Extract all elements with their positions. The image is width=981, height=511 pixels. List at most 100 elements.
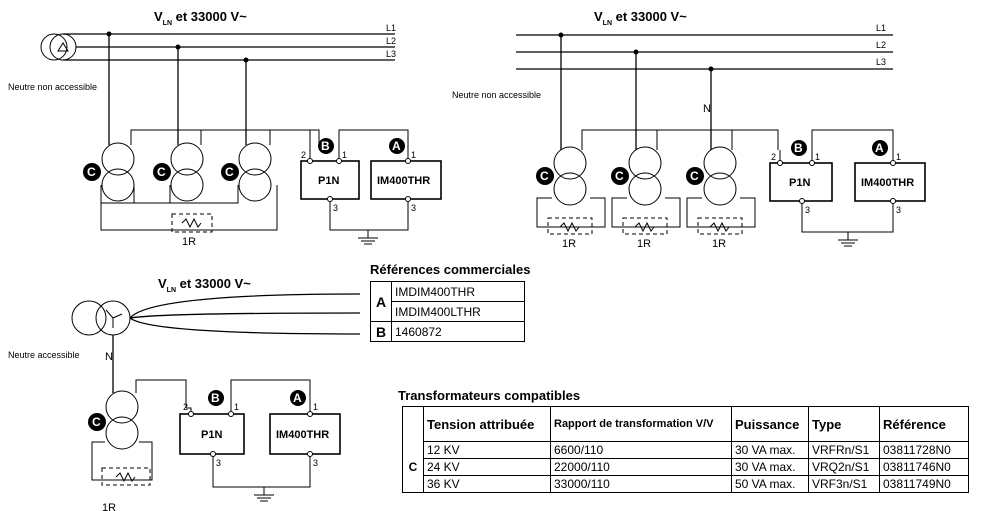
badge-c: C	[153, 163, 171, 181]
source-winding-left	[71, 300, 107, 336]
svg-text:C: C	[225, 165, 234, 179]
badge-a: A	[290, 390, 306, 406]
svg-text:B: B	[794, 141, 803, 155]
transformer-key-c: C	[402, 441, 424, 493]
svg-text:A: A	[293, 391, 302, 405]
resistor-icon	[559, 221, 580, 233]
svg-text:P1N: P1N	[201, 429, 222, 441]
svg-text:N: N	[105, 351, 113, 363]
source-winding-left	[40, 33, 68, 61]
svg-text:3: 3	[896, 205, 901, 215]
col-header: Référence	[879, 406, 969, 442]
neutral-note: Neutre non accessible	[452, 90, 541, 100]
p1n-box	[300, 160, 360, 200]
svg-text:C: C	[157, 165, 166, 179]
svg-text:1: 1	[342, 150, 347, 160]
voltage-transformer-1	[553, 146, 587, 206]
svg-text:2: 2	[183, 402, 188, 412]
table-row: IMDIM400LTHR	[371, 301, 525, 322]
svg-text:1R: 1R	[712, 238, 726, 250]
badge-a: A	[389, 138, 405, 154]
table-row: B 1460872	[370, 321, 525, 342]
svg-text:Neutre accessible: Neutre accessible	[8, 350, 80, 360]
resistor-label: 1R	[182, 236, 196, 248]
svg-text:B: B	[321, 139, 330, 153]
diagram-3: VLN et 33000 V~ Neutre accessible N C 1R…	[8, 276, 361, 511]
col-header: Type	[808, 406, 880, 442]
svg-text:C: C	[87, 165, 96, 179]
wye-symbol-icon	[105, 309, 123, 328]
svg-text:L2: L2	[876, 40, 886, 50]
im400thr-box	[269, 413, 341, 455]
svg-text:1: 1	[234, 402, 239, 412]
voltage-transformer-3	[238, 142, 272, 202]
svg-text:B: B	[211, 391, 220, 405]
resistor-box	[171, 213, 213, 233]
svg-text:C: C	[690, 169, 699, 183]
transformers-title: Transformateurs compatibles	[398, 388, 581, 403]
svg-text:3: 3	[805, 205, 810, 215]
svg-text:L3: L3	[876, 57, 886, 67]
p1n-label: P1N	[318, 175, 339, 187]
svg-text:1: 1	[411, 150, 416, 160]
phase-line-1	[129, 293, 361, 319]
badge-c: C	[88, 413, 106, 431]
voltage-transformer-2	[628, 146, 662, 206]
svg-text:2: 2	[771, 152, 776, 162]
phase-label-l3: L3	[386, 49, 396, 59]
badge-c: C	[83, 163, 101, 181]
diagram-2: VLN et 33000 V~ L1 L2 L3 Neutre non acce…	[452, 9, 926, 250]
phase-label-l2: L2	[386, 36, 396, 46]
p1n-box	[179, 413, 245, 455]
diagram-1-title: VLN et 33000 V~	[154, 9, 247, 27]
table-row: C 12 KV 6600/110 30 VA max. VRFRn/S1 038…	[402, 441, 969, 493]
svg-text:3: 3	[411, 203, 416, 213]
references-title: Références commerciales	[370, 262, 531, 277]
table-row: A IMDIM400THR	[370, 281, 525, 322]
col-header: Rapport de transformation V/V	[550, 406, 732, 442]
voltage-transformer	[105, 390, 139, 450]
svg-text:1: 1	[815, 152, 820, 162]
resistor-icon	[634, 221, 655, 233]
resistor-icon	[709, 221, 730, 233]
reference-key-b: B	[370, 321, 392, 342]
reference-key-a: A	[370, 281, 392, 322]
resistor-icon	[181, 217, 202, 229]
references-table: A IMDIM400THR IMDIM400LTHR B 1460872	[370, 281, 525, 342]
svg-text:P1N: P1N	[789, 177, 810, 189]
diagram-2-title: VLN et 33000 V~	[594, 9, 687, 27]
svg-text:1: 1	[896, 152, 901, 162]
resistor-icon	[115, 471, 136, 483]
neutral-note: Neutre non accessible	[8, 82, 97, 92]
svg-text:3: 3	[333, 203, 338, 213]
reference-value: IMDIM400LTHR	[391, 301, 525, 322]
reference-value: IMDIM400THR	[391, 281, 525, 302]
svg-text:3: 3	[313, 458, 318, 468]
svg-text:A: A	[392, 139, 401, 153]
voltage-transformer-3	[703, 146, 737, 206]
voltage-transformer-1	[101, 142, 135, 202]
table-header-row: Tension attribuée Rapport de transformat…	[402, 406, 969, 442]
badge-c: C	[221, 163, 239, 181]
svg-text:3: 3	[216, 458, 221, 468]
svg-text:IM400THR: IM400THR	[276, 429, 329, 441]
badge-a: A	[872, 140, 888, 156]
badge-c: C	[536, 167, 554, 185]
badge-b: B	[208, 390, 224, 406]
svg-text:2: 2	[301, 150, 306, 160]
badge-c: C	[611, 167, 629, 185]
delta-symbol-icon	[57, 42, 69, 52]
table-row: 36 KV 33000/110 50 VA max. VRF3n/S1 0381…	[403, 475, 969, 493]
svg-text:C: C	[615, 169, 624, 183]
svg-text:IM400THR: IM400THR	[861, 177, 914, 189]
svg-text:C: C	[540, 169, 549, 183]
p1n-box	[769, 162, 833, 202]
diagram-1: VLN et 33000 V~ L1 L2 L3 Neutre non acce…	[8, 9, 442, 248]
badge-c: C	[686, 167, 704, 185]
reference-value: 1460872	[391, 321, 525, 342]
phase-label-l1: L1	[386, 23, 396, 33]
transformers-table: Tension attribuée Rapport de transformat…	[402, 406, 969, 493]
svg-text:1R: 1R	[637, 238, 651, 250]
badge-b: B	[318, 138, 334, 154]
